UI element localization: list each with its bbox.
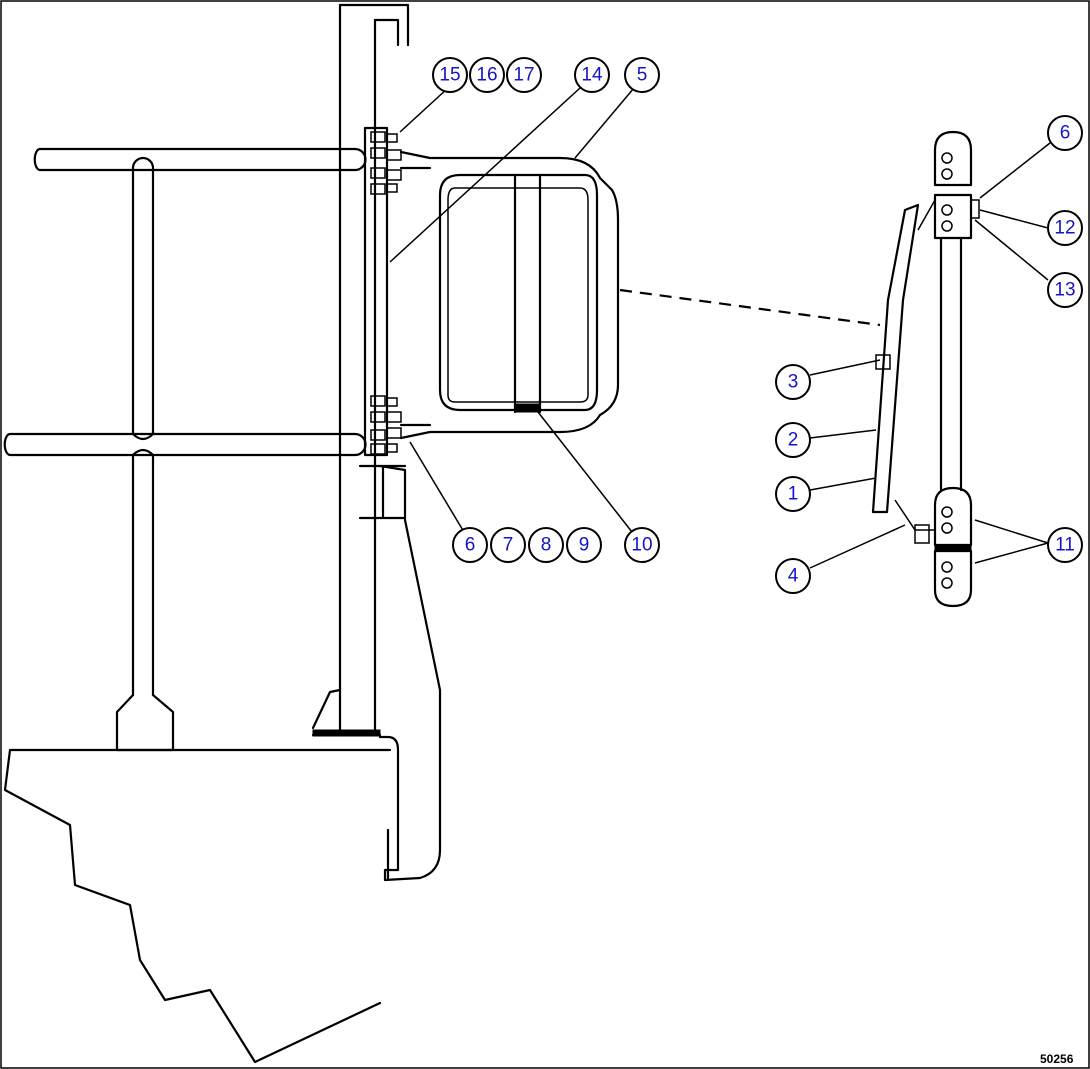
projection-line: [619, 288, 881, 327]
svg-text:4: 4: [788, 566, 799, 587]
svg-text:7: 7: [503, 535, 514, 556]
svg-text:11: 11: [1055, 535, 1075, 556]
svg-text:14: 14: [581, 65, 603, 86]
lower-structure: [3, 464, 442, 1064]
svg-text:17: 17: [513, 65, 534, 86]
callout-5: 5: [624, 57, 660, 93]
svg-text:2: 2: [788, 430, 799, 451]
figure-id: 50256: [1040, 1052, 1074, 1066]
main-column: [311, 3, 410, 737]
mounting-bracket: [363, 126, 402, 457]
svg-text:12: 12: [1054, 218, 1075, 239]
mirror-side-view: [871, 199, 936, 531]
clamp-rod: [914, 130, 980, 608]
svg-text:10: 10: [631, 535, 652, 556]
svg-text:9: 9: [579, 535, 590, 556]
callout-8: 8: [528, 527, 564, 563]
callout-4: 4: [775, 558, 811, 594]
svg-text:5: 5: [637, 65, 648, 86]
callout-9: 9: [566, 527, 602, 563]
callout-2: 2: [775, 422, 811, 458]
callout-6-right: 6: [1047, 115, 1083, 151]
callout-14: 14: [574, 57, 610, 93]
callout-10: 10: [624, 527, 660, 563]
svg-text:16: 16: [476, 65, 497, 86]
callout-17: 17: [506, 57, 542, 93]
callout-1: 1: [775, 476, 811, 512]
svg-text:8: 8: [541, 535, 552, 556]
callout-7: 7: [490, 527, 526, 563]
svg-text:6: 6: [465, 535, 476, 556]
svg-text:6: 6: [1060, 123, 1071, 144]
svg-text:3: 3: [788, 372, 799, 393]
callout-11: 11: [1047, 527, 1083, 563]
callout-12: 12: [1047, 210, 1083, 246]
callout-6-lower: 6: [452, 527, 488, 563]
callout-16: 16: [469, 57, 505, 93]
handrail: [3, 147, 367, 752]
leader-lines: [389, 87, 1051, 569]
svg-text:13: 13: [1054, 280, 1075, 301]
svg-text:15: 15: [439, 65, 460, 86]
mirror-front-view: [399, 150, 620, 440]
callout-3: 3: [775, 364, 811, 400]
callout-15: 15: [432, 57, 468, 93]
callout-13: 13: [1047, 272, 1083, 308]
svg-text:1: 1: [788, 484, 799, 505]
